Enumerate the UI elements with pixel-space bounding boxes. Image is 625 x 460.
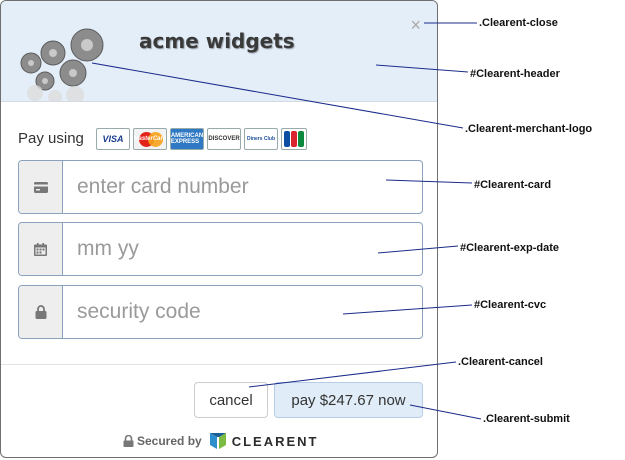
card-number-input[interactable]	[63, 161, 422, 213]
accepted-cards: VISA MasterCard AMERICAN EXPRESS DISCOVE…	[96, 128, 307, 150]
annotation-header: #Clearent-header	[470, 68, 560, 80]
clearent-header: acme widgets ×	[1, 1, 437, 102]
mastercard-label: MasterCard	[133, 136, 167, 142]
credit-card-icon	[19, 161, 63, 213]
clearent-logo-icon	[209, 433, 226, 449]
amex-logo: AMERICAN EXPRESS	[170, 128, 204, 150]
exp-date-field[interactable]	[18, 222, 423, 276]
annotation-cancel: .Clearent-cancel	[458, 356, 543, 368]
mastercard-logo: MasterCard	[133, 128, 167, 150]
merchant-logo-gears	[20, 28, 104, 101]
merchant-name: acme widgets	[139, 29, 295, 53]
footer-divider	[1, 364, 437, 365]
cvc-input[interactable]	[63, 286, 422, 338]
cancel-button[interactable]: cancel	[194, 382, 268, 418]
annotation-close: .Clearent-close	[479, 17, 558, 29]
secured-by-label: Secured by	[137, 434, 202, 448]
lock-icon	[123, 435, 134, 447]
jcb-logo	[281, 128, 307, 150]
close-icon[interactable]: ×	[410, 15, 421, 35]
pay-using-label: Pay using	[18, 130, 84, 147]
diners-club-logo: Diners Club	[244, 128, 278, 150]
submit-button[interactable]: pay $247.67 now	[274, 382, 423, 418]
exp-date-input[interactable]	[63, 223, 422, 275]
cvc-field[interactable]	[18, 285, 423, 339]
discover-logo: DISCOVER	[207, 128, 241, 150]
card-number-field[interactable]	[18, 160, 423, 214]
payment-modal: acme widgets × Pay using VISA MasterCard…	[0, 0, 438, 458]
lock-icon	[19, 286, 63, 338]
annotation-submit: .Clearent-submit	[483, 413, 570, 425]
annotation-logo: .Clearent-merchant-logo	[465, 123, 593, 135]
annotation-exp: #Clearent-exp-date	[460, 242, 560, 254]
visa-logo: VISA	[96, 128, 130, 150]
clearent-brand: CLEARENT	[231, 433, 319, 449]
calendar-icon	[19, 223, 63, 275]
annotation-cvc: #Clearent-cvc	[474, 299, 547, 311]
secured-by: Secured by CLEARENT	[123, 431, 318, 451]
annotation-card: #Clearent-card	[474, 179, 552, 191]
